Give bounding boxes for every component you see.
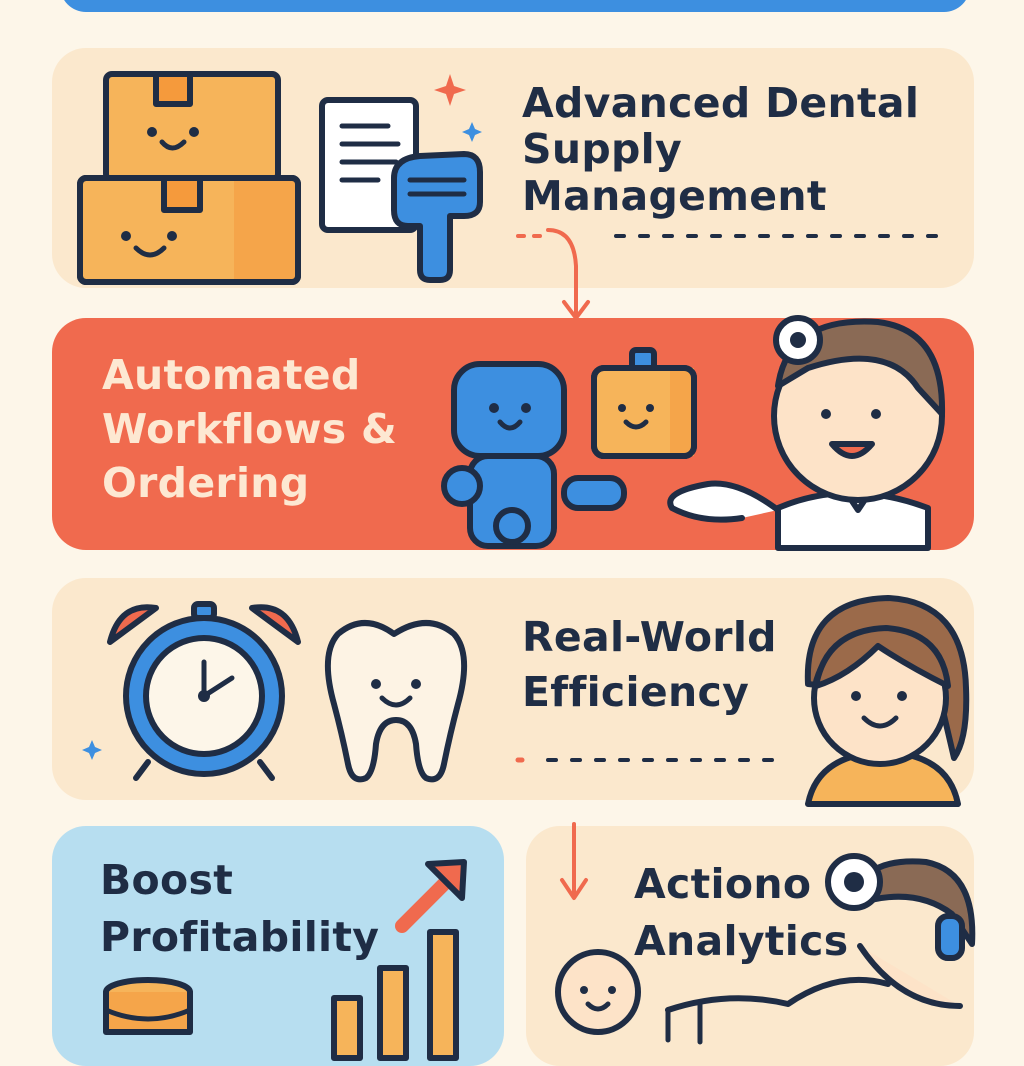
profit-title: Boost Profitability — [100, 852, 379, 967]
tooth-icon — [324, 620, 468, 783]
sparkle-icon — [434, 74, 466, 106]
bar-chart-icon — [331, 929, 459, 1061]
top-banner — [60, 0, 970, 12]
package-icon — [591, 347, 697, 459]
box-stack-icon — [77, 71, 301, 285]
sparkle-icon — [462, 122, 482, 142]
dentist-icon — [825, 853, 976, 1009]
dental-chair-icon — [665, 976, 891, 1045]
alarm-clock-icon — [107, 601, 301, 781]
coin-stack-icon — [103, 977, 193, 1035]
efficiency-title-line-1: Real-World — [522, 613, 777, 661]
analytics-title-line-1: Actiono — [634, 860, 812, 908]
efficiency-title-line-2: Efficiency — [522, 668, 750, 717]
profit-title-line-2: Profitability — [100, 913, 380, 962]
dentist-icon — [667, 315, 946, 551]
efficiency-title: Real-World Efficiency — [522, 610, 777, 721]
workflows-title-line-1: Automated — [102, 351, 361, 399]
sparkle-icon — [82, 740, 102, 760]
analytics-title: Actiono Analytics — [634, 856, 848, 971]
workflows-title: Automated Workflows & Ordering — [102, 348, 397, 510]
divider-dots — [515, 757, 786, 763]
workflows-title-line-3: Ordering — [102, 459, 310, 508]
patient-icon — [804, 595, 970, 807]
supply-title: Advanced Dental Supply Management — [522, 80, 974, 219]
profit-title-line-1: Boost — [100, 856, 234, 904]
supply-title-line-2: Supply Management — [522, 125, 827, 220]
workflows-title-line-2: Workflows & — [102, 405, 398, 454]
analytics-title-line-2: Analytics — [634, 917, 849, 966]
patient-icon — [555, 949, 641, 1035]
flow-arrow-icon — [560, 822, 588, 900]
growth-arrow-icon — [395, 859, 467, 933]
barcode-scanner-icon — [391, 151, 483, 283]
supply-title-line-1: Advanced Dental — [522, 79, 920, 127]
robot-icon — [441, 361, 627, 549]
